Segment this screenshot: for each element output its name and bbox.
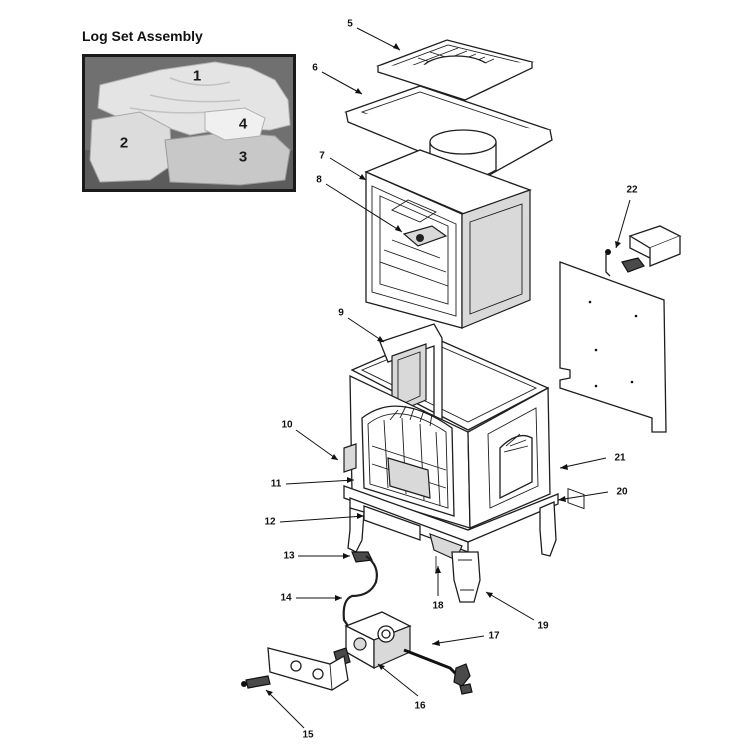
part-21-back-panel	[559, 261, 667, 510]
callout-7: 7	[319, 150, 325, 162]
inset-label-3: 3	[238, 148, 248, 166]
callout-19: 19	[537, 620, 549, 632]
part-16-gas-valve	[333, 611, 473, 695]
part-6-top-frame	[344, 85, 553, 181]
log-set-assembly-title: Log Set Assembly	[82, 28, 203, 44]
leader-lines	[265, 27, 631, 729]
callout-20: 20	[616, 486, 628, 498]
stove-body	[343, 323, 559, 603]
callout-21: 21	[614, 452, 626, 464]
callout-18: 18	[432, 600, 444, 612]
callout-6: 6	[312, 62, 318, 74]
callout-22: 22	[626, 184, 638, 196]
callout-12: 12	[264, 516, 276, 528]
part-22-bracket	[605, 225, 682, 277]
callout-17: 17	[488, 630, 500, 642]
part-7-firebox	[364, 149, 532, 329]
callout-10: 10	[281, 419, 293, 431]
callout-15: 15	[302, 729, 314, 741]
callout-16: 16	[414, 700, 426, 712]
callout-5: 5	[347, 18, 353, 30]
inset-label-1: 1	[192, 67, 202, 85]
part-14-pilot-tube	[342, 551, 378, 633]
callout-11: 11	[270, 478, 282, 490]
part-8-burner	[402, 225, 448, 247]
callout-9: 9	[338, 307, 344, 319]
callout-14: 14	[280, 592, 292, 604]
inset-label-4: 4	[238, 115, 248, 133]
part-15-control-bracket	[241, 647, 349, 691]
inset-label-2: 2	[119, 134, 129, 152]
callout-13: 13	[283, 550, 295, 562]
log-set-photo	[82, 54, 296, 192]
callout-8: 8	[316, 174, 322, 186]
part-5-top-grille	[376, 39, 534, 101]
